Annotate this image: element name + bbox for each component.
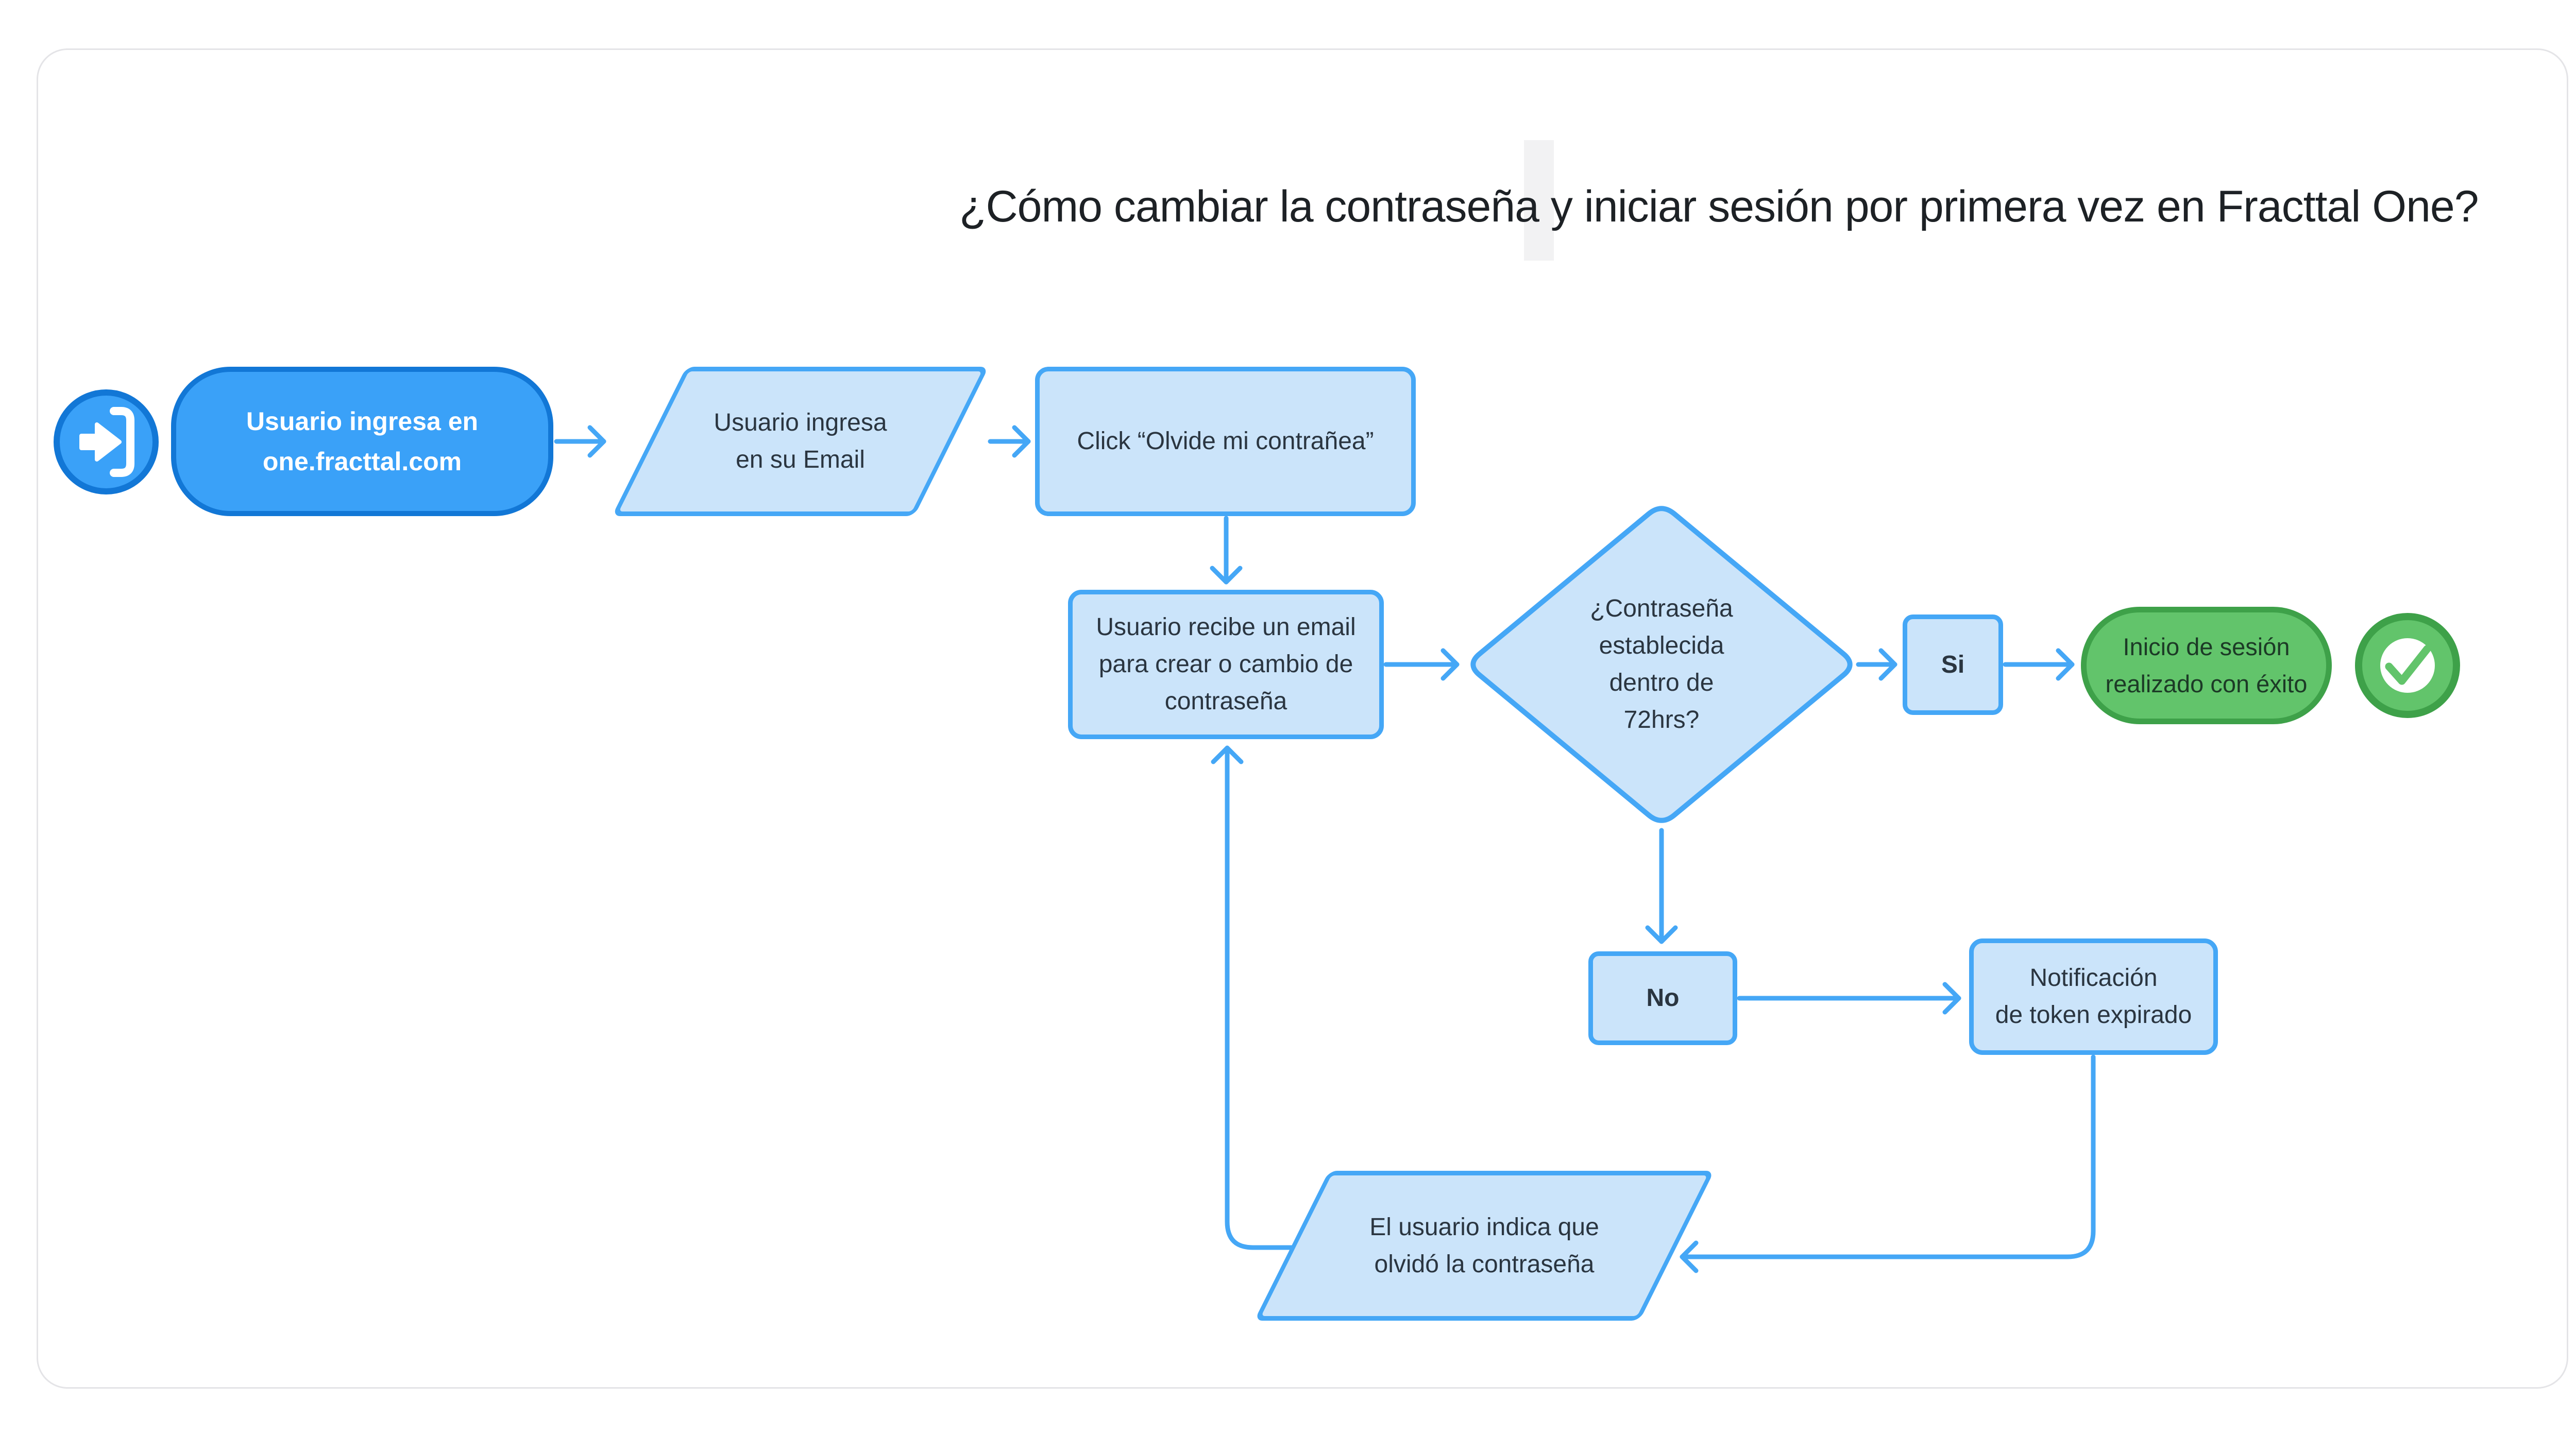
node-user-enters-email[interactable]: Usuario ingresa en su Email [612,367,989,516]
node-label: Si [1941,651,1965,678]
node-label: No [1646,984,1680,1012]
node-receive-email[interactable]: Usuario recibe un email para crear o cam… [1068,590,1384,739]
login-arrow-glyph [79,422,122,462]
node-label: Click “Olvide mi contrañea” [1077,428,1374,455]
node-label: Usuario recibe un email para crear o cam… [1096,613,1356,715]
node-user-forgot-password[interactable]: El usuario indica que olvidó la contrase… [1254,1171,1715,1321]
diagram-title: ¿Cómo cambiar la contraseña y iniciar se… [959,182,2479,231]
node-token-expired[interactable]: Notificación de token expirado [1969,938,2218,1055]
node-start-one-fracttal[interactable]: Usuario ingresa en one.fracttal.com [171,367,553,516]
node-label: ¿Contraseña establecida dentro de 72hrs? [1590,595,1733,733]
decision-diamond-shape[interactable] [1470,506,1853,823]
node-login-success[interactable]: Inicio de sesión realizado con éxito [2081,607,2332,724]
node-click-forgot-password[interactable]: Click “Olvide mi contrañea” [1035,367,1416,516]
content-card-frame [37,48,2568,1389]
check-mark-glyph [2385,645,2431,685]
node-label: El usuario indica que olvidó la contrase… [1369,1213,1599,1278]
login-bracket-glyph [110,407,134,477]
text-cursor-bar [1524,140,1554,261]
check-circle-icon[interactable] [2355,613,2460,718]
node-label: Usuario ingresa en su Email [714,409,887,473]
node-label: Usuario ingresa en one.fracttal.com [246,407,479,476]
node-label: Notificación de token expirado [1995,964,2192,1029]
connector-forgot-to-receive [1211,745,1311,1250]
node-decision-72hrs-label: ¿Contraseña establecida dentro de 72hrs? [1558,590,1765,739]
node-branch-no[interactable]: No [1588,951,1737,1045]
node-label: Inicio de sesión realizado con éxito [2105,633,2308,697]
login-icon[interactable] [54,389,159,494]
node-branch-yes[interactable]: Si [1903,614,2003,715]
connector-token-to-forgot [1680,1054,2096,1273]
